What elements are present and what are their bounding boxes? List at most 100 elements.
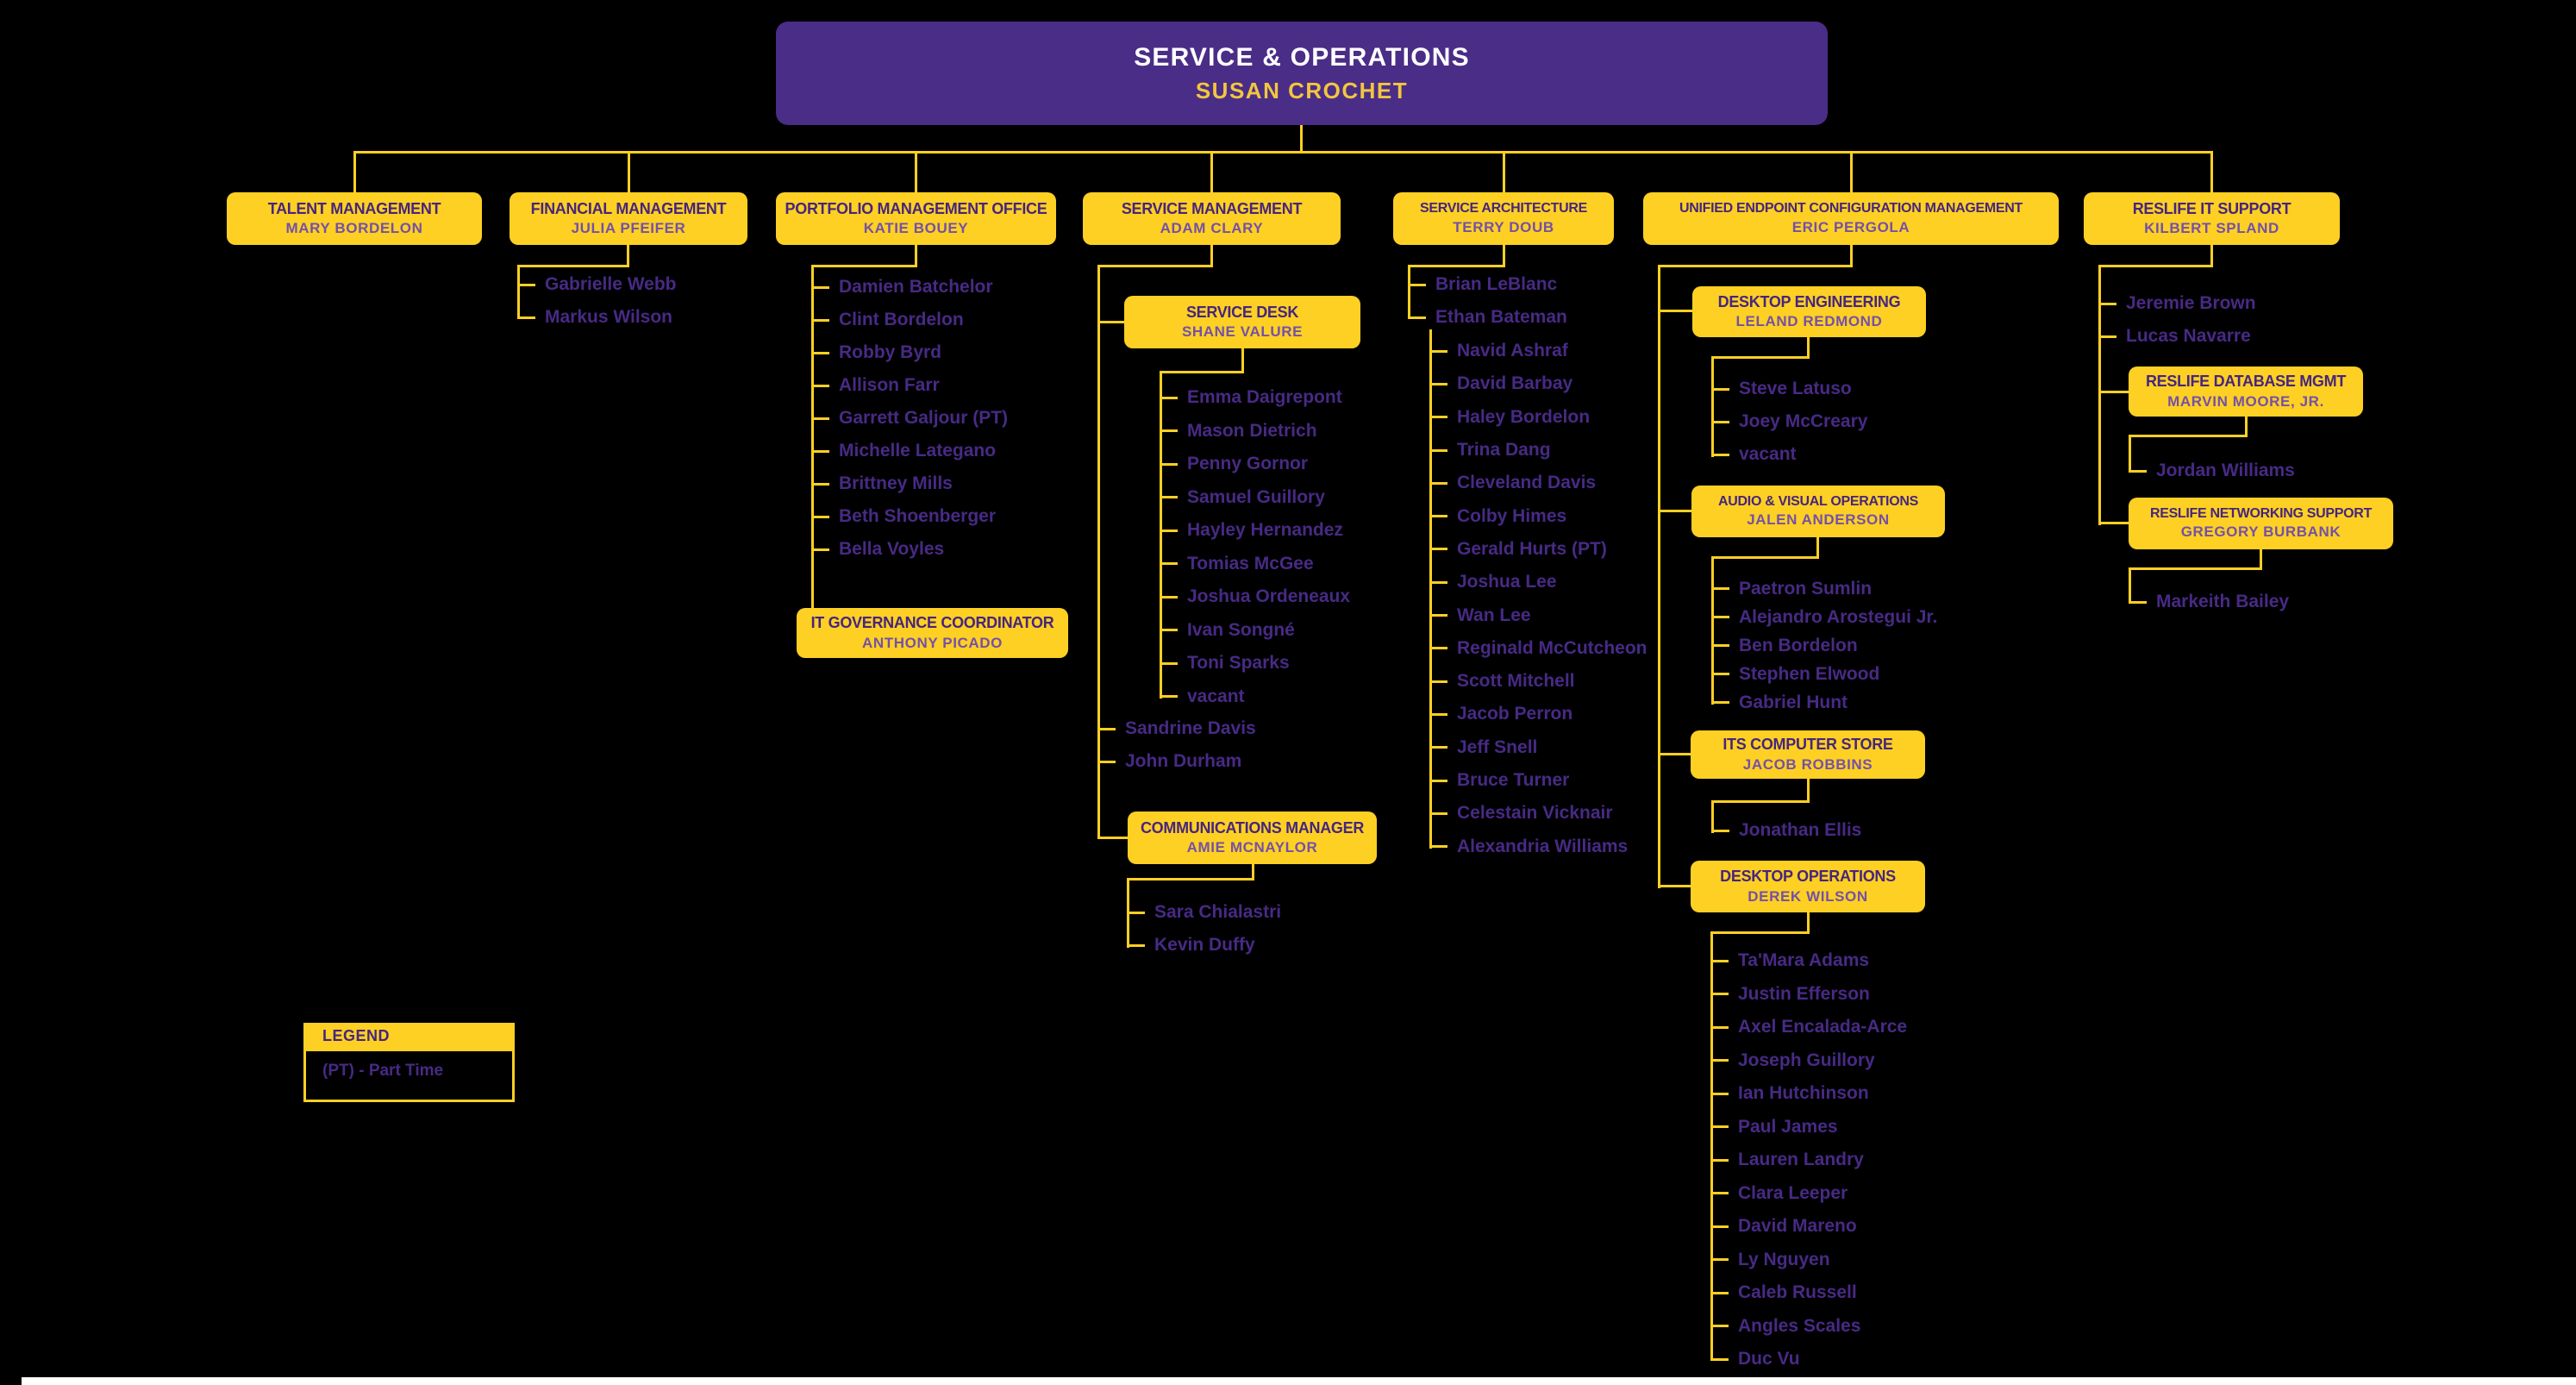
org-box-it-governance-coordinator: IT GOVERNANCE COORDINATOR ANTHONY PICADO xyxy=(797,608,1068,658)
member-name: Jeremie Brown xyxy=(2098,287,2256,320)
box-title: SERVICE DESK xyxy=(1185,303,1299,321)
connector-line xyxy=(1710,931,1810,934)
member-name: Clara Leeper xyxy=(1710,1177,1907,1211)
box-person: TERRY DOUB xyxy=(1453,218,1554,235)
org-box-service-management: SERVICE MANAGEMENT ADAM CLARY xyxy=(1083,192,1341,245)
box-title: IT GOVERNANCE COORDINATOR xyxy=(810,614,1054,632)
member-name: Cleveland Davis xyxy=(1429,467,1648,499)
member-name: Markus Wilson xyxy=(517,301,677,334)
connector-line xyxy=(1429,329,1432,849)
root-person: SUSAN CROCHET xyxy=(1195,77,1409,103)
box-person: AMIE MCNAYLOR xyxy=(1186,839,1318,856)
box-person: MARVIN MOORE, JR. xyxy=(2167,392,2324,410)
member-name: Ly Nguyen xyxy=(1710,1244,1907,1277)
box-person: ANTHONY PICADO xyxy=(862,634,1003,651)
connector-line xyxy=(628,151,630,192)
member-name: Joey McCreary xyxy=(1711,405,1867,438)
connector-line xyxy=(1658,753,1692,755)
connector-line xyxy=(1097,837,1128,839)
member-name: Bella Voyles xyxy=(811,533,1008,566)
org-box-service-desk: SERVICE DESK SHANE VALURE xyxy=(1124,296,1360,348)
member-name: Brittney Mills xyxy=(811,467,1008,500)
connector-line xyxy=(1408,265,1410,319)
member-name: Kevin Duffy xyxy=(1127,929,1281,962)
member-name: Duc Vu xyxy=(1710,1343,1907,1376)
box-title: COMMUNICATIONS MANAGER xyxy=(1140,818,1365,837)
connector-line xyxy=(1658,885,1692,887)
member-name: Ta'Mara Adams xyxy=(1710,944,1907,978)
member-name: Damien Batchelor xyxy=(811,271,1008,304)
member-name: Jacob Perron xyxy=(1429,698,1648,730)
connector-line xyxy=(1850,151,1853,192)
connector-line xyxy=(2098,522,2131,524)
member-name: Garrett Galjour (PT) xyxy=(811,402,1008,435)
box-person: MARY BORDELON xyxy=(285,220,423,237)
connector-line xyxy=(1300,125,1303,151)
member-name: Angles Scales xyxy=(1710,1310,1907,1344)
connector-line xyxy=(1807,912,1810,931)
member-name: vacant xyxy=(1160,680,1350,714)
member-name: Stephen Elwood xyxy=(1711,660,1937,688)
connector-line xyxy=(1807,337,1810,356)
box-person: ERIC PERGOLA xyxy=(1791,218,1910,235)
connector-line xyxy=(2210,245,2213,265)
member-name: John Durham xyxy=(1097,745,1256,778)
reslife-database-members: Jordan Williams xyxy=(2129,454,2295,487)
member-name: Markeith Bailey xyxy=(2129,586,2289,618)
connector-line xyxy=(2098,265,2101,525)
legend-title: LEGEND xyxy=(303,1023,515,1049)
connector-line xyxy=(1711,800,1810,803)
member-name: Sara Chialastri xyxy=(1127,896,1281,929)
connector-line xyxy=(2129,435,2248,437)
connector-line xyxy=(811,265,814,608)
connector-line xyxy=(1658,310,1694,312)
box-person: SHANE VALURE xyxy=(1181,323,1304,341)
member-name: Joshua Lee xyxy=(1429,566,1648,598)
connector-line xyxy=(2260,549,2262,567)
box-person: DEREK WILSON xyxy=(1748,887,1868,905)
connector-line xyxy=(2129,567,2262,570)
connector-line xyxy=(1097,265,1100,838)
box-title: SERVICE ARCHITECTURE xyxy=(1419,201,1588,216)
connector-line xyxy=(1711,556,1819,559)
root-title: SERVICE & OPERATIONS xyxy=(1134,43,1470,72)
member-name: Alexandria Williams xyxy=(1429,830,1648,862)
member-name: Toni Sparks xyxy=(1160,647,1350,680)
connector-line xyxy=(1658,510,1694,512)
org-box-unified-endpoint-configuration-management: UNIFIED ENDPOINT CONFIGURATION MANAGEMEN… xyxy=(1643,192,2059,245)
member-name: Ian Hutchinson xyxy=(1710,1077,1907,1111)
member-name: Jordan Williams xyxy=(2129,454,2295,487)
connector-line xyxy=(627,245,629,265)
connector-line xyxy=(1711,356,1714,457)
member-name: Beth Shoenberger xyxy=(811,500,1008,533)
connector-line xyxy=(1503,245,1505,265)
org-box-financial-management: FINANCIAL MANAGEMENT JULIA PFEIFER xyxy=(510,192,747,245)
member-name: David Mareno xyxy=(1710,1210,1907,1244)
org-box-communications-manager: COMMUNICATIONS MANAGER AMIE MCNAYLOR xyxy=(1128,812,1377,864)
member-name: Michelle Lategano xyxy=(811,435,1008,467)
connector-line xyxy=(1241,348,1244,371)
legend-item: (PT) - Part Time xyxy=(303,1049,515,1102)
connector-line xyxy=(1097,265,1213,267)
connector-line xyxy=(915,245,917,265)
connector-line xyxy=(2098,391,2131,393)
connector-line xyxy=(915,151,917,192)
member-name: Justin Efferson xyxy=(1710,978,1907,1012)
member-name: Tomias McGee xyxy=(1160,548,1350,581)
member-name: Jonathan Ellis xyxy=(1711,814,1861,847)
connector-line xyxy=(353,151,356,192)
box-person: JACOB ROBBINS xyxy=(1742,755,1873,773)
box-person: ADAM CLARY xyxy=(1160,220,1264,237)
member-name: Penny Gornor xyxy=(1160,448,1350,481)
connector-line xyxy=(1408,265,1505,267)
member-name: Clint Bordelon xyxy=(811,304,1008,336)
box-title: DESKTOP OPERATIONS xyxy=(1720,868,1896,886)
member-name: Paetron Sumlin xyxy=(1711,574,1937,603)
